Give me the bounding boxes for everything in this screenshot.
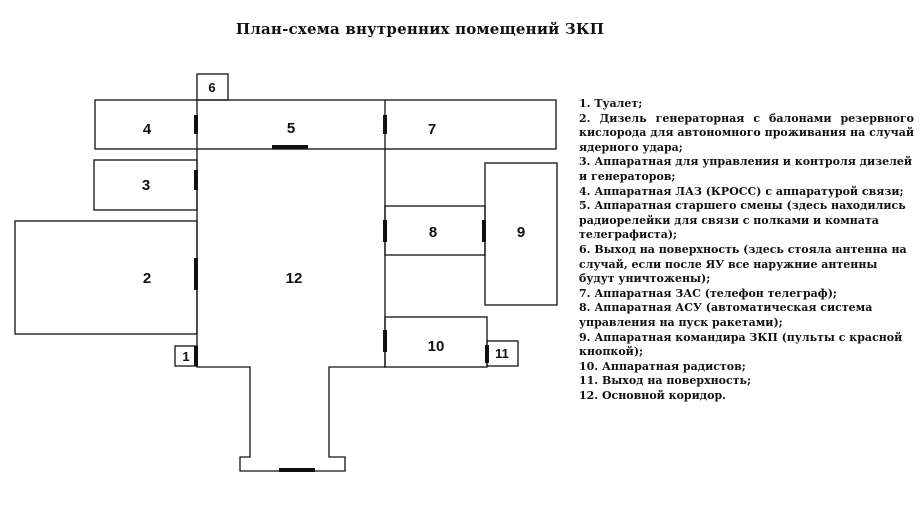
door-markers (194, 115, 489, 472)
legend-item: 11. Выход на поверхность; (579, 374, 752, 388)
door-1 (194, 346, 198, 366)
door-3 (194, 170, 198, 190)
legend-item: 1. Туалет; (579, 97, 643, 110)
room-label-3: 3 (142, 177, 150, 194)
legend-item: 10. Аппаратная радистов; (579, 359, 746, 373)
door-11 (485, 345, 489, 363)
door-4 (194, 115, 198, 134)
room-2 (14, 220, 198, 335)
room-legend: 1. Туалет; 2. Дизель генераторная с бало… (579, 97, 914, 403)
room-label-1: 1 (182, 349, 189, 364)
room-label-7: 7 (428, 121, 436, 138)
door-9 (482, 220, 486, 242)
door-10 (383, 330, 387, 352)
room-label-5: 5 (287, 120, 295, 137)
door-5 (272, 145, 308, 149)
legend-item: 6. Выход на поверхность (здесь стояла ан… (579, 242, 907, 286)
room-label-12: 12 (286, 270, 303, 287)
door-7 (383, 115, 387, 134)
door-2 (194, 258, 198, 290)
door-8 (383, 220, 387, 242)
legend-item: 3. Аппаратная для управления и контроля … (579, 155, 913, 183)
room-6 (196, 73, 229, 101)
legend-item: 5. Аппаратная старшего смены (здесь нахо… (579, 199, 906, 242)
room-4-5-7-block (94, 99, 557, 150)
room-label-4: 4 (143, 121, 152, 138)
room-label-11: 11 (495, 346, 509, 361)
legend-item: 7. Аппаратная ЗАС (телефон телеграф); (579, 286, 837, 300)
corridor-12 (196, 149, 386, 472)
legend-item: 8. Аппаратная АСУ (автоматическая систем… (579, 301, 873, 329)
room-label-6: 6 (208, 80, 215, 95)
legend-item: 2. Дизель генераторная с балонами резерв… (579, 111, 914, 154)
room-label-10: 10 (428, 338, 445, 355)
legend-item: 4. Аппаратная ЛАЗ (КРОСС) с аппаратурой … (579, 184, 904, 198)
room-label-2: 2 (143, 270, 151, 287)
legend-item: 9. Аппаратная командира ЗКП (пульты с кр… (579, 330, 903, 359)
legend-item: 12. Основной коридор. (579, 388, 726, 402)
room-label-9: 9 (517, 224, 525, 241)
door-exit (279, 468, 315, 472)
room-label-8: 8 (429, 224, 437, 241)
plan-title: План-схема внутренних помещений ЗКП (235, 20, 605, 38)
